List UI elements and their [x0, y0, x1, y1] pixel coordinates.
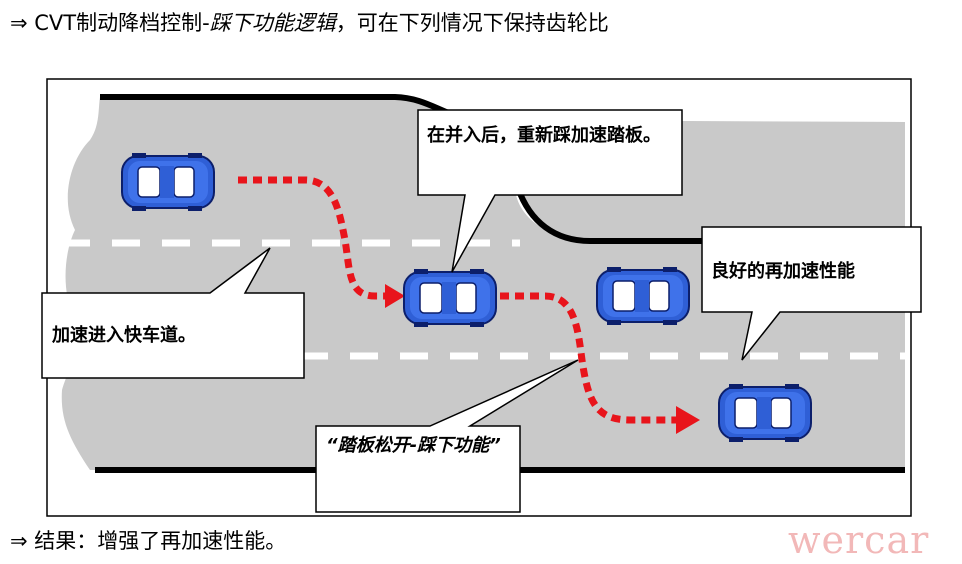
heading: ⇒ CVT制动降档控制-踩下功能逻辑，可在下列情况下保持齿轮比: [10, 10, 609, 36]
arrow-head-2: [676, 406, 700, 434]
car-merged: [403, 268, 497, 328]
watermark: wercar: [788, 518, 930, 562]
heading-prefix: ⇒ CVT制动降档控制-: [10, 11, 210, 35]
lane-change-path-1: [238, 176, 388, 300]
arrow-head-1: [385, 284, 405, 308]
callout-after-merge-bubble: [417, 109, 683, 273]
lane-change-path-2: [500, 292, 680, 424]
heading-suffix: ，可在下列情况下保持齿轮比: [335, 11, 609, 35]
result-line: ⇒ 结果：增强了再加速性能。: [10, 529, 287, 553]
callout-release-text: “踏板松开-踩下功能”: [326, 435, 501, 456]
car-ahead: [596, 266, 690, 326]
callout-merge-bubble: [41, 247, 305, 379]
callout-reaccel-text: 良好的再加速性能: [711, 261, 855, 282]
car-start: [121, 152, 215, 212]
heading-italic: 踩下功能逻辑: [209, 11, 336, 35]
callout-after-merge-text: 在并入后，重新踩加速踏板。: [427, 125, 661, 146]
car-passing: [718, 383, 812, 443]
callout-release-bubble: [315, 359, 579, 513]
callout-reaccel-bubble: [701, 226, 922, 361]
merge-edge: [515, 186, 720, 244]
callout-merge-text: 加速进入快车道。: [52, 325, 196, 346]
